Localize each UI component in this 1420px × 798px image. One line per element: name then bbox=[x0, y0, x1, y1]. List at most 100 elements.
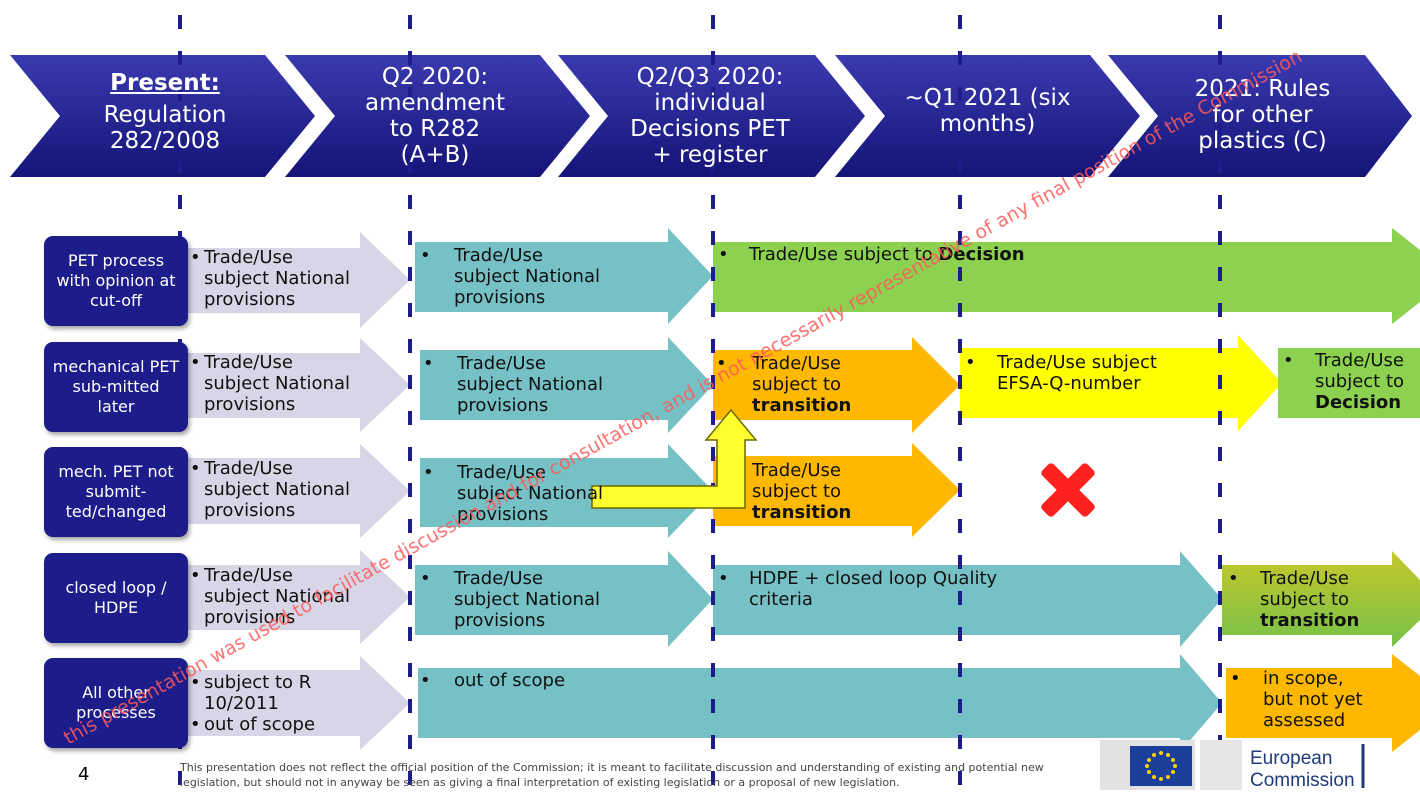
ec-line-1: European bbox=[1250, 748, 1333, 769]
cell-decision-bold: Decision bbox=[938, 244, 1025, 265]
cell-line: assessed bbox=[1263, 710, 1346, 731]
cell-r3-transition: Trade/Use subject to transition bbox=[752, 460, 922, 523]
arrow-teal-row2 bbox=[420, 337, 713, 433]
cell-line: subject National bbox=[204, 479, 350, 500]
arrow-yellow-row2 bbox=[960, 335, 1282, 431]
row-label-other-processes: All other processes bbox=[44, 658, 188, 748]
eu-flag-logo bbox=[1100, 740, 1365, 790]
cell-line: transition bbox=[752, 395, 852, 416]
cell-line: Trade/Use bbox=[454, 245, 543, 266]
arrow-lavender-row5 bbox=[188, 656, 410, 750]
cell-line: Trade/Use bbox=[752, 353, 841, 374]
disclaimer-text: This presentation does not reflect the o… bbox=[180, 761, 1044, 789]
cell-line: subject National bbox=[204, 586, 350, 607]
european-commission-logo-text: European Commission bbox=[1250, 748, 1355, 792]
cell-line: transition bbox=[752, 502, 852, 523]
cell-line: out of scope bbox=[454, 670, 566, 691]
cell-line: Trade/Use bbox=[752, 460, 841, 481]
header-q1: ~Q1 2021 (six months) bbox=[904, 85, 1071, 137]
arrow-orange-row5 bbox=[1226, 654, 1420, 752]
cell-r2-decision: • Trade/Use subject to Decision bbox=[1283, 350, 1420, 413]
cell-line: subject to bbox=[752, 481, 842, 502]
cell-r1-decision: • Trade/Use subject to Decision bbox=[718, 244, 1025, 265]
cell-line: provisions bbox=[204, 394, 296, 415]
cell-line: EFSA-Q-number bbox=[997, 373, 1141, 394]
cell-line: Decision bbox=[1315, 392, 1402, 413]
cell-line: subject National bbox=[454, 589, 600, 610]
page-number: 4 bbox=[78, 764, 90, 785]
arrow-lavender-row4 bbox=[188, 550, 410, 644]
row-label-mechanical-pet: mechanical PET sub-mitted later bbox=[44, 342, 188, 432]
header-present: Present: Regulation 282/2008 bbox=[70, 70, 260, 154]
cell-r3-present: • Trade/Use subject National provisions bbox=[190, 458, 370, 521]
cell-line: provisions bbox=[457, 504, 549, 525]
arrow-orange-row2 bbox=[713, 337, 960, 433]
arrow-green-row1 bbox=[713, 228, 1420, 324]
cell-line: Trade/Use bbox=[457, 462, 546, 483]
cell-r5-out-of-scope: • out of scope bbox=[420, 670, 820, 691]
cell-line: subject National bbox=[454, 266, 600, 287]
cell-r2-efsa: • Trade/Use subject EFSA-Q-number bbox=[965, 352, 1225, 394]
ec-line-2: Commission bbox=[1250, 770, 1355, 791]
arrow-teal-row4-long bbox=[713, 551, 1222, 647]
cell-line: transition bbox=[1260, 610, 1360, 631]
cell-line: subject National bbox=[204, 373, 350, 394]
arrow-gradient-row4 bbox=[1222, 551, 1420, 647]
cell-r4-q2: • Trade/Use subject National provisions bbox=[420, 568, 660, 631]
arrow-teal-row5 bbox=[418, 654, 1222, 752]
cell-line: Trade/Use bbox=[1260, 568, 1349, 589]
header-q2q3: Q2/Q3 2020: individual Decisions PET + r… bbox=[630, 64, 790, 168]
cell-line: subject to R bbox=[204, 672, 312, 693]
cell-line: in scope, bbox=[1263, 668, 1344, 689]
cell-line: 10/2011 bbox=[204, 693, 279, 714]
cell-line: provisions bbox=[457, 395, 549, 416]
header-chevron-2021 bbox=[1108, 55, 1412, 177]
cell-line: HDPE + closed loop Quality bbox=[749, 568, 998, 589]
cell-line: provisions bbox=[454, 287, 546, 308]
cell-r2-transition: • Trade/Use subject to transition bbox=[716, 353, 906, 416]
cell-line: Trade/Use bbox=[204, 352, 293, 373]
cell-line: criteria bbox=[749, 589, 813, 610]
row-label-pet-opinion: PET process with opinion at cut-off bbox=[44, 236, 188, 326]
cell-line: subject National bbox=[204, 268, 350, 289]
header-chevron-q1 bbox=[835, 55, 1140, 177]
cell-line: but not yet bbox=[1263, 689, 1363, 710]
row-label-mech-pet-not-submitted: mech. PET not submit-ted/changed bbox=[44, 447, 188, 537]
row-label-closed-loop: closed loop / HDPE bbox=[44, 553, 188, 643]
header-2021: 2021: Rules for other plastics (C) bbox=[1194, 76, 1331, 154]
header-q2: Q2 2020: amendment to R282 (A+B) bbox=[365, 64, 505, 168]
header-present-bold: Present: bbox=[110, 70, 220, 96]
arrow-lavender-row3 bbox=[188, 444, 410, 538]
cell-line: Trade/Use bbox=[457, 353, 546, 374]
cell-line: subject National bbox=[457, 483, 603, 504]
cell-r3-q2: • Trade/Use subject National provisions bbox=[423, 462, 663, 525]
cell-line: Trade/Use subject bbox=[997, 352, 1157, 373]
arrow-lavender-row1 bbox=[188, 232, 410, 328]
cell-line: provisions bbox=[204, 500, 296, 521]
cell-r1-q2: • Trade/Use subject National provisions bbox=[420, 245, 660, 308]
cell-r5-present: • subject to R 10/2011 • out of scope bbox=[190, 672, 370, 735]
arrow-teal-row1 bbox=[415, 228, 713, 324]
cell-line: provisions bbox=[204, 289, 296, 310]
cell-line: subject to bbox=[752, 374, 842, 395]
cell-r4-hdpe: • HDPE + closed loop Quality criteria bbox=[718, 568, 1158, 610]
cell-line: subject to bbox=[1315, 371, 1405, 392]
header-present-text: Regulation 282/2008 bbox=[103, 102, 227, 154]
header-chevron-present bbox=[10, 55, 315, 177]
cell-line: Trade/Use bbox=[204, 247, 293, 268]
header-chevron-q2q3 bbox=[558, 55, 865, 177]
cell-r4-transition: • Trade/Use subject to transition bbox=[1228, 568, 1408, 631]
cell-line: out of scope bbox=[204, 714, 316, 735]
cell-r4-present: • Trade/Use subject National provisions bbox=[190, 565, 370, 628]
cell-line: Trade/Use bbox=[204, 458, 293, 479]
cell-line: Trade/Use bbox=[1315, 350, 1404, 371]
arrow-orange-row3 bbox=[713, 443, 960, 537]
cell-r2-q2: • Trade/Use subject National provisions bbox=[423, 353, 663, 416]
red-cross-icon bbox=[1041, 463, 1095, 517]
arrow-teal-row3 bbox=[420, 444, 713, 538]
cell-decision-prefix: Trade/Use subject to bbox=[749, 244, 939, 265]
cell-line: provisions bbox=[204, 607, 296, 628]
header-chevron-q2 bbox=[285, 55, 590, 177]
cell-line: subject to bbox=[1260, 589, 1350, 610]
